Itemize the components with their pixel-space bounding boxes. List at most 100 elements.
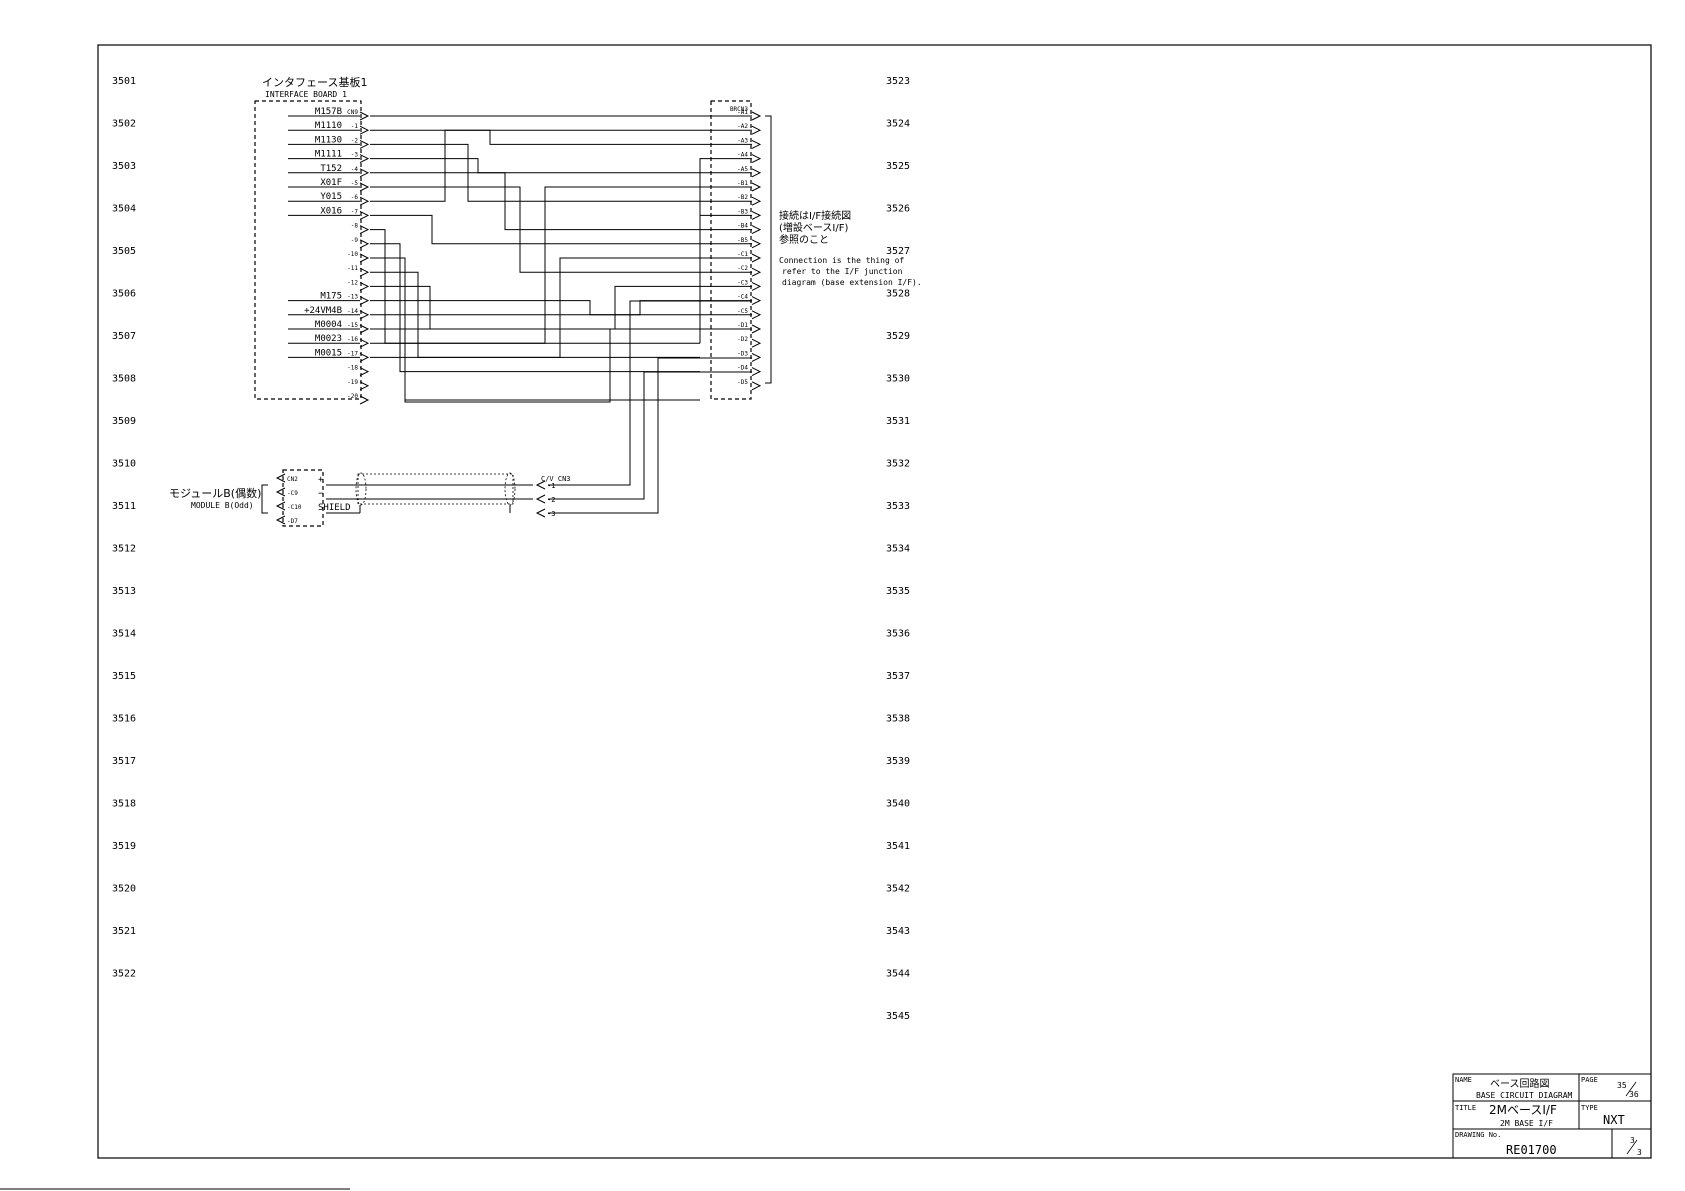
interface-board-pin: Y015-6 — [288, 192, 370, 206]
pin-arrow — [535, 480, 546, 490]
module-minus: − — [318, 489, 324, 499]
pin-number: -20 — [347, 393, 358, 400]
brcn3-pin: -A5 — [737, 166, 762, 178]
pin-number: -10 — [347, 251, 358, 258]
brcn3-outline — [710, 100, 752, 400]
line-number: 3534 — [886, 544, 910, 555]
pin-arrow — [751, 125, 762, 135]
brcn3-pin-number: -B2 — [737, 194, 748, 201]
page-total: 36 — [1629, 1090, 1639, 1099]
pin-number: -17 — [347, 350, 358, 357]
brcn3-pin-number: -B5 — [737, 237, 748, 244]
brcn3-pin-number: -D3 — [737, 350, 748, 357]
pin-arrow — [751, 310, 762, 320]
brcn3-pin: -A1 — [737, 109, 762, 121]
brcn3-connector: BRCN3-A1-A2-A3-A4-A5-B1-B2-B3-B4-B5-C1-C… — [710, 100, 772, 400]
pin-arrow — [359, 296, 370, 306]
module-shield: SHIELD — [318, 503, 351, 513]
note-jp-line1: 接続はI/F接続図 — [779, 209, 851, 222]
pin-arrow — [751, 168, 762, 178]
pin-arrow — [359, 338, 370, 348]
pin-arrow — [275, 515, 286, 525]
pin-arrow — [535, 494, 546, 504]
pin-number: CN9 — [347, 109, 358, 116]
pin-arrow — [751, 196, 762, 206]
brcn3-pin: -C3 — [737, 279, 762, 291]
pin-number: -19 — [347, 379, 358, 386]
interface-board-pin: M1111-3 — [288, 150, 370, 164]
pin-arrow — [275, 501, 286, 511]
line-number: 3501 — [112, 76, 136, 87]
brcn3-pin-number: -D5 — [737, 379, 748, 386]
pin-arrow — [359, 367, 370, 377]
pin-arrow — [535, 508, 546, 518]
interface-board-pin: -20 — [347, 393, 370, 405]
brcn3-pin-number: -C2 — [737, 265, 748, 272]
pin-arrow — [359, 310, 370, 320]
line-number: 3502 — [112, 119, 136, 130]
pin-number: -4 — [351, 166, 359, 173]
wire — [370, 257, 752, 358]
interface-board-pin: -18 — [347, 365, 370, 377]
pin-signal-label: M0004 — [315, 320, 342, 330]
line-number: 3511 — [112, 501, 136, 512]
title-block: NAME ベース回路図 BASE CIRCUIT DIAGRAM PAGE 35… — [1452, 1073, 1652, 1159]
sheet-number: 3 — [1630, 1136, 1635, 1145]
brcn3-pin: -B3 — [737, 208, 762, 220]
line-number: 3535 — [886, 586, 910, 597]
brcn3-pin: -A4 — [737, 152, 762, 164]
pin-arrow — [751, 154, 762, 164]
line-number: 3524 — [886, 119, 910, 130]
wire — [370, 243, 700, 373]
line-number: 3514 — [112, 629, 136, 640]
line-number: 3529 — [886, 331, 910, 342]
sheet-total: 3 — [1637, 1148, 1642, 1157]
cv-pin: -1 — [535, 480, 555, 490]
note-jp-line3: 参照のこと — [779, 233, 829, 246]
brcn3-pin-number: -D1 — [737, 322, 748, 329]
module-b: モジュールB(偶数) MODULE B(Odd) CN2-C9-C10-D7 +… — [169, 300, 752, 527]
pin-number: -2 — [351, 137, 359, 144]
pin-number: -18 — [347, 365, 358, 372]
line-number: 3513 — [112, 586, 136, 597]
brcn3-pin-number: -D4 — [737, 365, 748, 372]
line-number: 3504 — [112, 204, 136, 215]
pin-arrow — [359, 352, 370, 362]
note-en-line1: Connection is the thing of — [779, 256, 904, 265]
pin-arrow — [359, 381, 370, 391]
module-pin-number: -C10 — [287, 504, 302, 511]
brcn3-pin-number: -C4 — [737, 294, 748, 301]
brcn3-pin-number: -B4 — [737, 223, 748, 230]
pin-number: -1 — [351, 123, 359, 130]
pin-number: -3 — [351, 152, 359, 159]
wire — [370, 285, 752, 330]
line-number: 3503 — [112, 161, 136, 172]
line-number: 3516 — [112, 714, 136, 725]
line-number: 3536 — [886, 629, 910, 640]
line-number: 3523 — [886, 76, 910, 87]
interface-board-pin: X01F-5 — [288, 178, 370, 192]
pin-arrow — [751, 367, 762, 377]
wire — [370, 271, 700, 358]
line-number: 3507 — [112, 331, 136, 342]
brcn3-bracket — [765, 115, 772, 384]
pin-signal-label: M1130 — [315, 135, 342, 145]
pin-arrow — [359, 267, 370, 277]
line-number: 3510 — [112, 459, 136, 470]
cable-end-right — [504, 472, 516, 506]
pin-signal-label: T152 — [320, 164, 342, 174]
line-number: 3505 — [112, 246, 136, 257]
cable-end-left — [355, 472, 367, 506]
module-title-jp: モジュールB(偶数) — [169, 487, 261, 500]
wire — [370, 214, 752, 245]
module-bracket — [261, 484, 268, 514]
pin-number: -9 — [351, 237, 359, 244]
pin-signal-label: M1110 — [315, 121, 342, 131]
pin-arrow — [359, 139, 370, 149]
type-value: NXT — [1603, 1113, 1625, 1127]
line-number: 3538 — [886, 714, 910, 725]
module-pin: -C9 — [275, 487, 298, 497]
pin-number: -13 — [347, 294, 358, 301]
wiring — [370, 115, 752, 403]
